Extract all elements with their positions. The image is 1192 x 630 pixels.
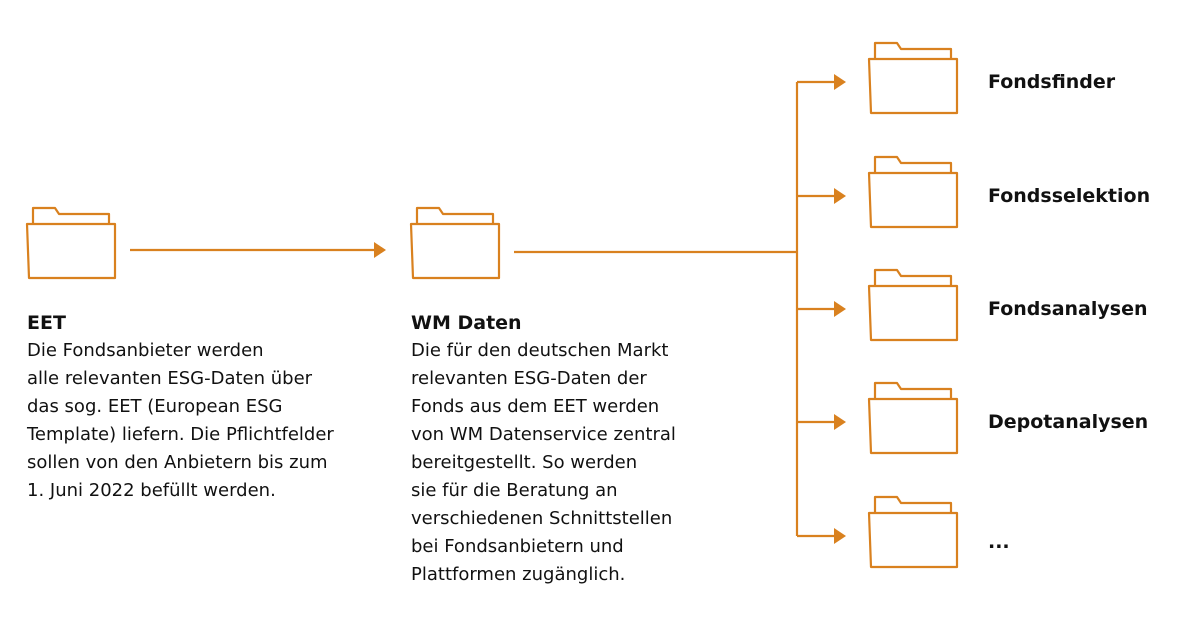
- source-folder-icon: [25, 206, 117, 280]
- hub-text-line: verschiedenen Schnittstellen: [411, 508, 673, 529]
- hub-text-line: bei Fondsanbietern und: [411, 536, 624, 557]
- folder-icon: [867, 155, 959, 229]
- branch-arrowhead: [834, 74, 846, 90]
- source-description: EET Die Fondsanbieter werden alle releva…: [27, 309, 334, 505]
- source-text-line: Die Fondsanbieter werden: [27, 340, 264, 361]
- hub-text-line: Die für den deutschen Markt: [411, 340, 669, 361]
- hub-description: WM Daten Die für den deutschen Markt rel…: [411, 309, 676, 589]
- target-label-fondsselektion: Fondsselektion: [988, 185, 1151, 207]
- folder-icon: [867, 41, 959, 115]
- hub-text-line: bereitgestellt. So werden: [411, 452, 638, 473]
- hub-text-line: Plattformen zugänglich.: [411, 564, 626, 585]
- hub-text-line: sie für die Beratung an: [411, 480, 618, 501]
- branch-arrowhead: [834, 528, 846, 544]
- hub-title: WM Daten: [411, 312, 522, 334]
- branch-arrowhead: [834, 188, 846, 204]
- source-title: EET: [27, 312, 66, 334]
- target-label-fondsanalysen: Fondsanalysen: [988, 298, 1148, 320]
- folder-icon: [867, 268, 959, 342]
- hub-text-line: Fonds aus dem EET werden: [411, 396, 660, 417]
- source-text-line: alle relevanten ESG-Daten über: [27, 368, 313, 389]
- source-text-line: sollen von den Anbietern bis zum: [27, 452, 328, 473]
- hub-text-line: von WM Datenservice zentral: [411, 424, 676, 445]
- hub-text-line: relevanten ESG-Daten der: [411, 368, 647, 389]
- branch-arrowhead: [834, 301, 846, 317]
- target-label-more: ...: [988, 531, 1010, 553]
- hub-folder-icon: [409, 206, 501, 280]
- folder-icon: [867, 495, 959, 569]
- target-label-fondsfinder: Fondsfinder: [988, 71, 1116, 93]
- source-text-line: 1. Juni 2022 befüllt werden.: [27, 480, 276, 501]
- source-text-line: Template) liefern. Die Pflichtfelder: [27, 424, 334, 445]
- folder-icon: [867, 381, 959, 455]
- branch-arrowhead: [834, 414, 846, 430]
- source-to-hub-arrowhead: [374, 242, 386, 258]
- target-label-depotanalysen: Depotanalysen: [988, 411, 1149, 433]
- source-text-line: das sog. EET (European ESG: [27, 396, 283, 417]
